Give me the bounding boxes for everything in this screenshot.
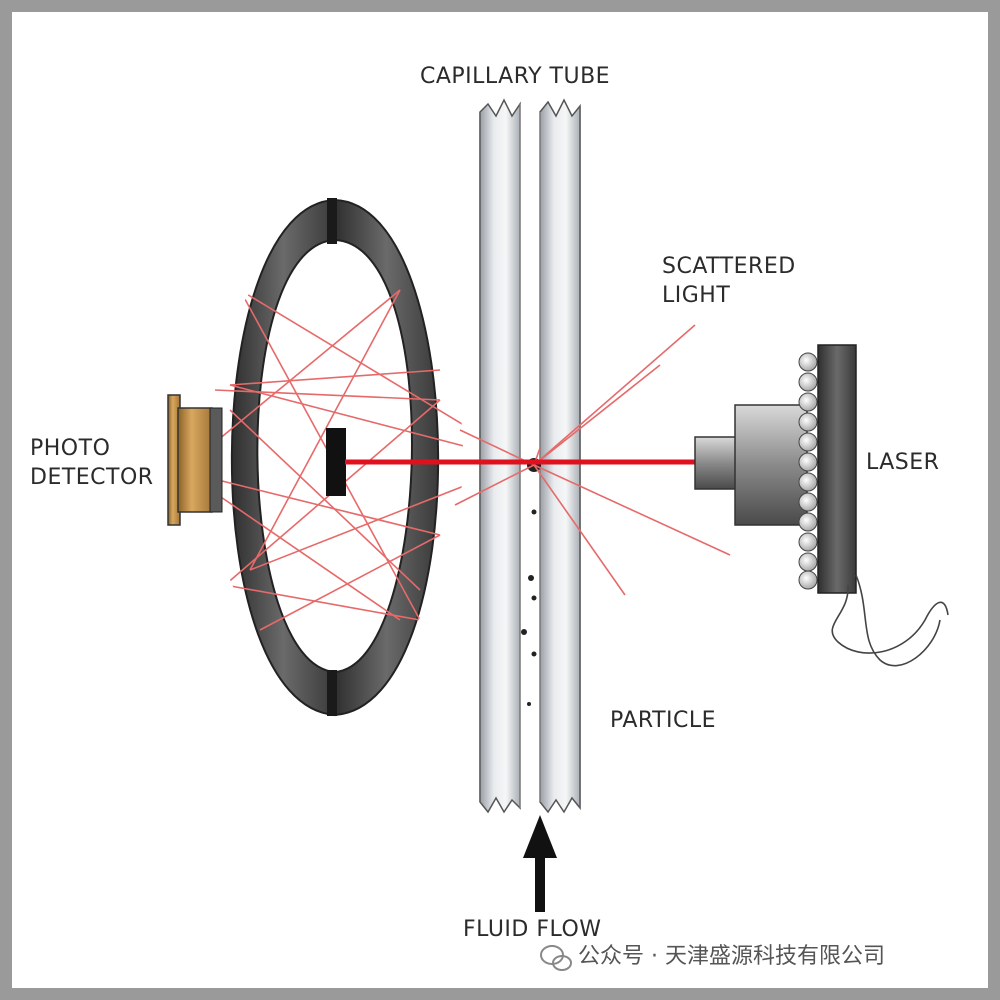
mirror-seam-top <box>327 198 337 244</box>
laser-cable <box>855 574 941 667</box>
label-laser: LASER <box>866 450 940 475</box>
scattered-light-rays <box>454 324 731 596</box>
laser-cooling-fins <box>798 352 818 590</box>
particle <box>527 702 531 706</box>
laser-cable <box>831 584 949 654</box>
particles <box>521 458 541 706</box>
wechat-logo-icon <box>540 945 572 971</box>
fluid-flow-arrow <box>523 815 557 912</box>
particle <box>528 575 534 581</box>
watermark: 公众号 · 天津盛源科技有限公司 <box>578 938 885 970</box>
laser-source <box>694 344 949 667</box>
mirror-seam-bottom <box>327 670 337 716</box>
particle <box>531 595 537 601</box>
label-fluid-flow: FLUID FLOW <box>463 917 602 942</box>
beam-stop <box>326 428 346 496</box>
label-photo-line-2: DETECTOR <box>30 465 154 490</box>
watermark-text: 公众号 · 天津盛源科技有限公司 <box>578 944 885 969</box>
ellipsoidal-mirror <box>230 198 440 717</box>
capillary-tube <box>479 98 581 814</box>
particle <box>521 629 527 635</box>
label-scattered-line-1: SCATTERED <box>662 254 796 279</box>
label-scattered-light: SCATTERED LIGHT <box>662 252 796 310</box>
particle <box>531 651 537 657</box>
particle <box>531 509 537 515</box>
label-scattered-line-2: LIGHT <box>662 283 731 308</box>
label-particle: PARTICLE <box>610 708 717 733</box>
label-capillary-tube: CAPILLARY TUBE <box>420 64 611 89</box>
photo-detector <box>167 394 223 526</box>
label-photo-detector: PHOTO DETECTOR <box>30 434 154 492</box>
label-photo-line-1: PHOTO <box>30 436 111 461</box>
